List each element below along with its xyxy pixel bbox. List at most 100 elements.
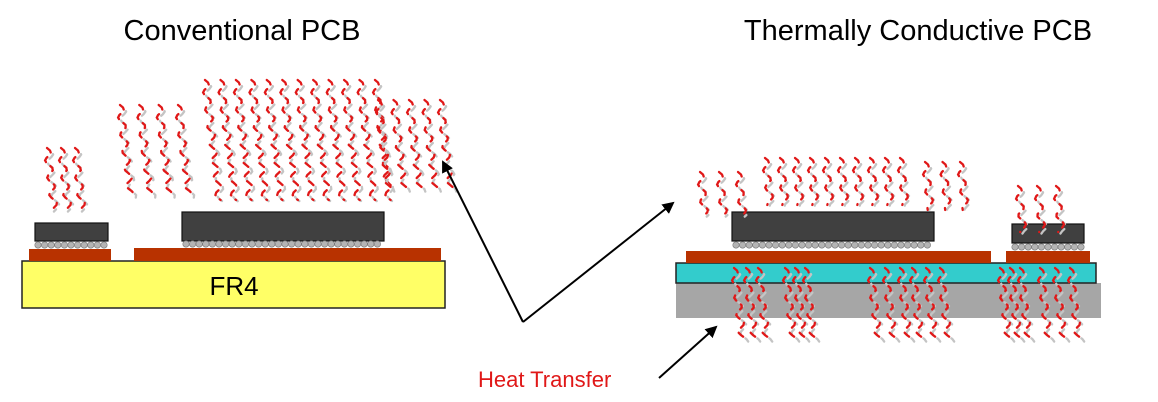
solder-ball — [923, 241, 931, 249]
heat-wave-shadow — [808, 158, 822, 208]
heat-wave-shadow — [958, 162, 972, 213]
heat-wave-icon — [881, 266, 899, 342]
solder-ball — [307, 240, 315, 248]
heat-transfer-label: Heat Transfer — [478, 367, 611, 392]
heat-wave-icon — [201, 78, 223, 202]
heat-wave-icon — [155, 103, 174, 198]
solder-ball — [314, 240, 322, 248]
heat-wave-icon — [309, 78, 331, 202]
conventional-pcb-title: Conventional PCB — [124, 15, 361, 47]
heat-wave-shadow — [138, 105, 157, 199]
solder-ball — [195, 240, 203, 248]
heat-wave-icon — [730, 266, 748, 342]
heat-wave-icon — [1033, 184, 1047, 234]
heat-wave-icon — [374, 98, 394, 192]
heat-wave-icon — [956, 160, 970, 212]
solder-ball — [1011, 243, 1019, 251]
heat-wave-shadow — [73, 148, 89, 213]
heat-wave-icon — [1066, 266, 1084, 342]
heat-wave-shadow — [407, 100, 427, 193]
heat-waves-conventional — [43, 78, 458, 213]
heat-wave-shadow — [392, 100, 411, 193]
arrow-to-conductive — [522, 201, 675, 323]
solder-ball — [182, 240, 190, 248]
heat-wave-icon — [1016, 266, 1034, 342]
solder-ball — [745, 241, 753, 249]
solder-balls-small-right — [1011, 243, 1085, 251]
copper-trace-left — [134, 248, 441, 261]
fr4-label: FR4 — [209, 271, 258, 301]
solder-ball — [202, 240, 210, 248]
solder-ball — [301, 240, 309, 248]
solder-ball — [805, 241, 813, 249]
heat-wave-shadow — [438, 100, 458, 193]
heat-wave-icon — [57, 146, 73, 212]
thermally-conductive-pcb-title: Thermally Conductive PCB — [744, 15, 1092, 47]
heat-wave-shadow — [838, 158, 852, 208]
heat-wave-shadow — [923, 162, 937, 213]
heat-wave-icon — [866, 156, 879, 207]
solder-ball — [864, 241, 872, 249]
solder-ball — [838, 241, 846, 249]
heat-wave-icon — [734, 170, 748, 217]
solder-ball — [261, 240, 269, 248]
solder-ball — [274, 240, 282, 248]
heat-wave-icon — [908, 266, 926, 342]
heat-wave-icon — [881, 156, 894, 207]
heat-wave-icon — [776, 156, 789, 207]
heat-wave-icon — [761, 156, 774, 207]
solder-ball — [910, 241, 918, 249]
solder-balls-small-left — [34, 241, 108, 249]
heat-wave-icon — [866, 266, 884, 342]
arrow-heat-transfer — [658, 325, 718, 379]
heat-wave-icon — [136, 103, 155, 198]
solder-ball — [1070, 243, 1078, 251]
small-component-right — [1011, 223, 1085, 244]
heat-wave-shadow — [868, 158, 882, 208]
solder-ball — [268, 240, 276, 248]
solder-ball — [904, 241, 912, 249]
heat-wave-shadow — [157, 105, 176, 199]
solder-ball — [235, 240, 243, 248]
solder-balls-large-right — [732, 241, 931, 249]
heat-wave-icon — [821, 156, 834, 207]
solder-ball — [778, 241, 786, 249]
solder-ball — [80, 241, 88, 249]
solder-ball — [373, 240, 381, 248]
solder-ball — [1064, 243, 1072, 251]
solder-ball — [100, 241, 108, 249]
dielectric-layer — [675, 262, 1097, 284]
heat-wave-shadow — [423, 100, 442, 193]
heat-wave-icon — [836, 156, 849, 207]
solder-ball — [47, 241, 55, 249]
solder-ball — [354, 240, 362, 248]
heat-wave-icon — [421, 98, 440, 192]
heat-wave-shadow — [941, 162, 954, 213]
solder-ball — [288, 240, 296, 248]
solder-ball — [857, 241, 865, 249]
solder-ball — [1024, 243, 1032, 251]
solder-ball — [255, 240, 263, 248]
large-component-left — [181, 211, 385, 242]
solder-ball — [74, 241, 82, 249]
solder-ball — [1037, 243, 1045, 251]
heat-wave-icon — [791, 266, 809, 342]
solder-ball — [67, 241, 75, 249]
heat-wave-icon — [248, 78, 269, 202]
solder-ball — [732, 241, 740, 249]
heat-waves-through-substrate — [730, 266, 1086, 343]
conventional-pcb-panel: Conventional PCB FR4 — [21, 15, 458, 309]
solder-ball — [281, 240, 289, 248]
heat-wave-icon — [116, 103, 136, 198]
thermally-conductive-pcb-panel: Thermally Conductive PCB — [675, 15, 1101, 343]
heat-wave-icon — [1052, 184, 1066, 234]
solder-ball — [739, 241, 747, 249]
heat-wave-shadow — [823, 158, 837, 208]
fr4-substrate — [21, 260, 446, 309]
heat-wave-icon — [405, 98, 425, 192]
solder-ball — [41, 241, 49, 249]
heat-wave-icon — [781, 266, 799, 342]
solder-ball — [215, 240, 223, 248]
heat-wave-icon — [742, 266, 760, 342]
